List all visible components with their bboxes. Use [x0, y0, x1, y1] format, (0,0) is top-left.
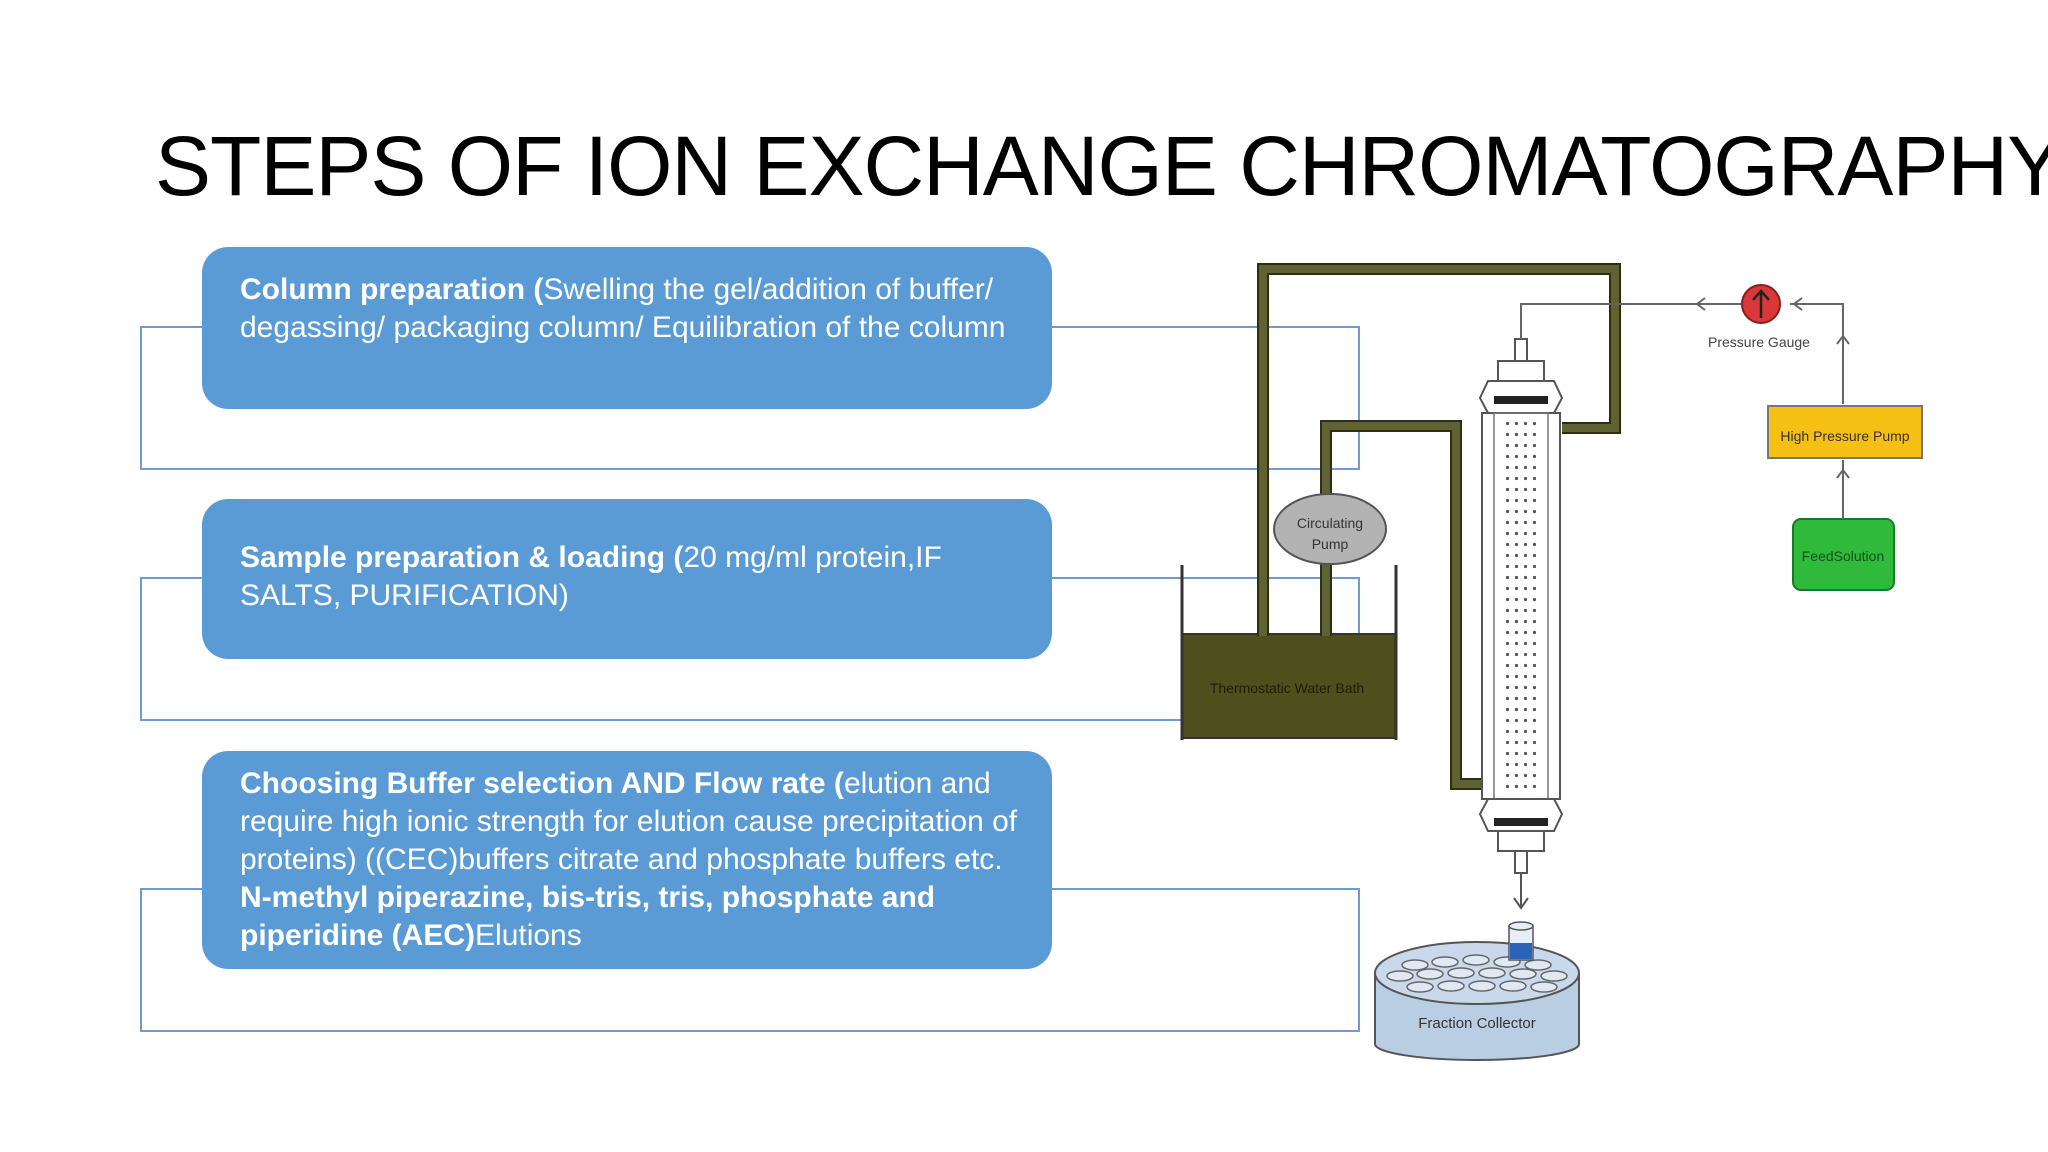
chromatography-column — [1478, 338, 1564, 910]
step-3-heading: Choosing Buffer selection AND Flow rate … — [240, 767, 844, 800]
water-bath-label: Thermostatic Water Bath — [1210, 680, 1364, 696]
step-2-heading: Sample preparation & loading ( — [240, 541, 684, 574]
step-column-preparation: Column preparation (Swelling the gel/add… — [202, 247, 1052, 409]
high-pressure-pump: High Pressure Pump — [1767, 405, 1923, 459]
feed-solution: FeedSolution — [1792, 518, 1895, 591]
fraction-collector: Fraction Collector — [1374, 921, 1580, 1061]
pressure-gauge-label: Pressure Gauge — [1708, 334, 1810, 350]
pressure-gauge: Pressure Gauge — [1708, 284, 1810, 350]
page-title: STEPS OF ION EXCHANGE CHROMATOGRAPHY — [155, 119, 2048, 213]
circulating-pump-label-1: Circulating — [1297, 515, 1363, 531]
step-3-buffers: N-methyl piperazine, bis-tris, tris, pho… — [240, 881, 936, 952]
water-bath: Thermostatic Water Bath — [1180, 565, 1398, 740]
step-1-text: Swelling the gel/addition of buffer/ deg… — [240, 273, 1006, 344]
step-3-tail: Elutions — [475, 919, 582, 952]
fraction-collector-label: Fraction Collector — [1418, 1015, 1536, 1032]
step-2-text: 20 mg/ml protein,IF SALTS, PURIFICATION) — [240, 541, 942, 612]
circulating-pump-label-2: Pump — [1312, 536, 1349, 552]
inlet-line — [1520, 297, 1850, 519]
step-sample-preparation: Sample preparation & loading (20 mg/ml p… — [202, 499, 1052, 659]
feed-solution-label: FeedSolution — [1802, 548, 1885, 564]
step-buffer-selection: Choosing Buffer selection AND Flow rate … — [202, 751, 1052, 969]
step-3-text: elution and require high ionic strength … — [240, 767, 1018, 876]
step-1-heading: Column preparation ( — [240, 273, 544, 306]
high-pressure-pump-label: High Pressure Pump — [1780, 428, 1909, 444]
circulating-pump: Circulating Pump — [1273, 493, 1387, 565]
